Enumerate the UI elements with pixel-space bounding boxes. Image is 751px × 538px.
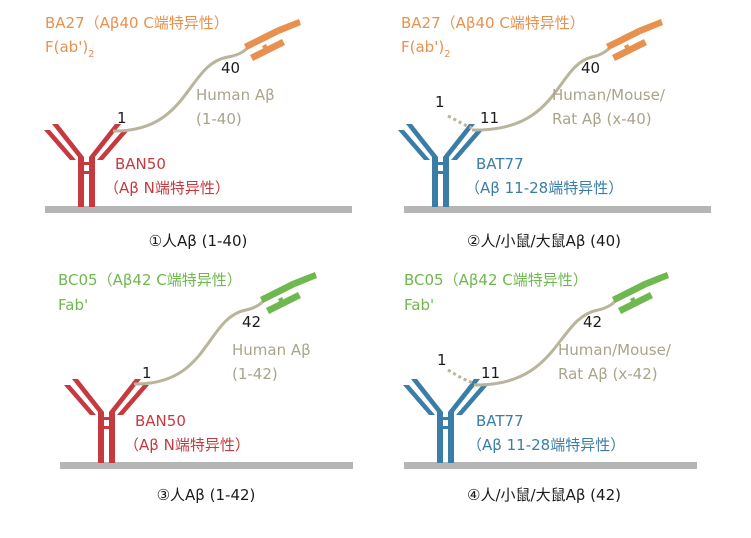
c-terminus-label: 42 — [242, 313, 261, 331]
capture-spec: （Aβ N端特异性） — [124, 436, 250, 454]
peptide-name: Human/Mouse/ — [552, 86, 666, 104]
peptide-chain — [112, 46, 250, 133]
capture-antibody-icon — [64, 379, 149, 463]
detector-fragment: Fab' — [404, 296, 434, 314]
detection-antibody-icon — [260, 272, 317, 314]
peptide-range: (1-42) — [232, 365, 278, 383]
peptide-name: Human Aβ — [232, 341, 311, 359]
plate-surface — [404, 206, 711, 213]
detection-antibody-icon — [606, 19, 663, 61]
panel-caption: ③人Aβ (1-42) — [157, 486, 256, 504]
detector-name: BA27（Aβ40 C端特异性） — [401, 14, 585, 32]
peptide-chain — [133, 299, 266, 386]
capture-name: BAN50 — [135, 412, 186, 430]
capture-antibody-icon — [403, 379, 488, 463]
plate-surface — [45, 206, 352, 213]
detection-antibody-icon — [244, 19, 301, 61]
panel-2: BA27（Aβ40 C端特异性） F(ab')2 40 1 11 Human/M… — [398, 14, 711, 250]
n-terminal-dotted-segment — [447, 114, 473, 130]
plate-surface — [404, 462, 697, 469]
detector-name: BC05（Aβ42 C端特异性） — [404, 271, 588, 289]
capture-spec: （Aβ 11-28端特异性） — [465, 179, 623, 197]
detector-fragment: Fab' — [58, 296, 88, 314]
detector-name: BC05（Aβ42 C端特异性） — [58, 271, 242, 289]
detector-name: BA27（Aβ40 C端特异性） — [45, 14, 229, 32]
peptide-range: (1-40) — [196, 110, 242, 128]
peptide-name: Human/Mouse/ — [558, 341, 672, 359]
c-terminus-label: 40 — [581, 59, 600, 77]
capture-spec: （Aβ N端特异性） — [104, 179, 230, 197]
peptide-name: Human Aβ — [196, 86, 275, 104]
c-terminus-label: 42 — [583, 313, 602, 331]
detector-fragment: F(ab')2 — [401, 38, 451, 60]
panel-3: BC05（Aβ42 C端特异性） Fab' 42 1 Human Aβ (1-4… — [58, 271, 353, 504]
detection-antibody-icon — [612, 272, 669, 314]
n-terminus-label: 1 — [437, 351, 447, 369]
peptide-chain — [473, 299, 618, 387]
n-terminus-label: 1 — [117, 109, 127, 127]
plate-surface — [60, 462, 353, 469]
panel-caption: ①人Aβ (1-40) — [149, 232, 248, 250]
residue-11-label: 11 — [480, 109, 499, 127]
c-terminus-label: 40 — [221, 59, 240, 77]
panel-1: BA27（Aβ40 C端特异性） F(ab')2 40 1 Human Aβ (… — [44, 14, 352, 250]
n-terminal-dotted-segment — [447, 368, 475, 385]
capture-spec: （Aβ 11-28端特异性） — [467, 436, 625, 454]
capture-name: BAN50 — [115, 155, 166, 173]
peptide-chain — [471, 46, 612, 132]
residue-11-label: 11 — [481, 364, 500, 382]
capture-antibody-icon — [398, 124, 483, 207]
panel-caption: ②人/小鼠/大鼠Aβ (40) — [467, 232, 621, 250]
n-terminus-label: 1 — [142, 364, 152, 382]
detector-fragment: F(ab')2 — [45, 38, 95, 60]
panel-4: BC05（Aβ42 C端特异性） Fab' 42 1 11 Human/Mous… — [403, 271, 697, 504]
panel-caption: ④人/小鼠/大鼠Aβ (42) — [467, 486, 621, 504]
capture-name: BAT77 — [476, 412, 524, 430]
fragment-subscript: 2 — [88, 49, 94, 60]
peptide-range: Rat Aβ (x-40) — [552, 110, 652, 128]
fragment-subscript: 2 — [444, 49, 450, 60]
capture-name: BAT77 — [476, 155, 524, 173]
peptide-range: Rat Aβ (x-42) — [558, 365, 658, 383]
n-terminus-label: 1 — [435, 93, 445, 111]
